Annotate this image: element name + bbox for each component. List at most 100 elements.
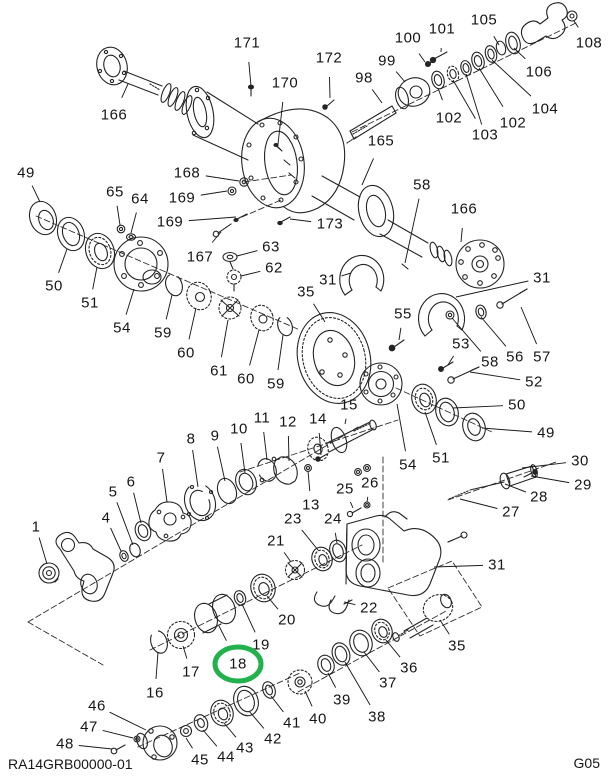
leader-line (270, 695, 284, 713)
leader-line (188, 307, 197, 340)
leader-line (277, 101, 284, 145)
leader-line (366, 496, 369, 503)
upper-axle-shaft-drawing (96, 46, 215, 139)
leader-line (344, 418, 347, 425)
callout-31: 31 (488, 557, 506, 574)
leader-line (478, 67, 504, 108)
callout-12: 12 (279, 414, 297, 431)
callout-6: 6 (127, 474, 136, 491)
callout-16: 16 (146, 685, 164, 702)
leader-line (109, 711, 147, 731)
callout-98: 98 (355, 70, 373, 87)
callout-25: 25 (336, 481, 354, 498)
leader-line (218, 625, 227, 641)
callout-59: 59 (154, 325, 172, 342)
pinion-shaft-drawing (304, 419, 377, 518)
leader-line (455, 280, 529, 298)
callout-21: 21 (267, 533, 285, 550)
leader-line (249, 329, 260, 366)
leader-line (329, 76, 331, 99)
leader-line (451, 317, 482, 352)
callout-60: 60 (237, 371, 255, 388)
callout-41: 41 (283, 715, 301, 732)
leader-line (361, 158, 374, 186)
callout-54: 54 (399, 457, 417, 474)
callout-26: 26 (361, 475, 379, 492)
leader-line (530, 475, 570, 484)
leader-line (452, 79, 476, 119)
callout-168: 168 (174, 165, 201, 182)
leader-line (573, 20, 579, 28)
leader-line (521, 462, 567, 469)
callout-42: 42 (264, 731, 282, 748)
leader-line (38, 537, 48, 565)
page-code: G05 (573, 755, 600, 771)
callout-40: 40 (309, 711, 327, 728)
callout-102: 102 (500, 115, 527, 132)
callout-102: 102 (436, 110, 463, 127)
leader-line (395, 71, 406, 83)
callout-43: 43 (236, 740, 254, 757)
leader-line (263, 431, 268, 461)
callout-35: 35 (448, 638, 466, 655)
callout-48: 48 (56, 736, 74, 753)
leader-line (371, 89, 383, 104)
callout-14: 14 (309, 411, 327, 428)
leader-line (439, 619, 450, 635)
callout-108: 108 (576, 35, 603, 52)
leader-line (480, 316, 507, 347)
leader-line (460, 227, 463, 243)
callout-7: 7 (157, 450, 166, 467)
axle-shaft-flange-drawing (455, 239, 505, 289)
callout-23: 23 (284, 511, 302, 528)
leader-line (283, 552, 292, 563)
callout-60: 60 (177, 345, 195, 362)
callout-167: 167 (187, 249, 214, 266)
callout-100: 100 (395, 30, 422, 47)
callout-52: 52 (525, 374, 543, 391)
callout-18: 18 (229, 656, 247, 673)
callout-22: 22 (360, 600, 378, 617)
leader-line (241, 603, 256, 633)
callout-49: 49 (537, 425, 555, 442)
callout-50: 50 (508, 397, 526, 414)
leader-line (344, 661, 371, 706)
callout-4: 4 (102, 510, 111, 527)
leader-line (334, 532, 338, 544)
shift-fork-drawing (313, 591, 353, 615)
callout-29: 29 (574, 477, 592, 494)
leader-line (240, 442, 246, 474)
leader-line (491, 59, 532, 97)
callout-27: 27 (502, 504, 520, 521)
left-differential-bearing-group-drawing (28, 200, 293, 337)
callout-1: 1 (32, 519, 41, 536)
callout-45: 45 (191, 752, 209, 769)
callout-38: 38 (368, 709, 386, 726)
callout-36: 36 (400, 660, 418, 677)
callout-50: 50 (45, 278, 63, 295)
callout-28: 28 (530, 489, 548, 506)
callout-24: 24 (324, 511, 342, 528)
leader-line (313, 303, 326, 323)
callout-31: 31 (533, 270, 551, 287)
callout-51: 51 (432, 450, 450, 467)
leader-line (318, 432, 322, 456)
callout-61: 61 (210, 363, 228, 380)
leader-line (78, 745, 113, 750)
leader-line (424, 411, 437, 445)
leader-line (200, 190, 228, 196)
callout-46: 46 (88, 698, 106, 715)
leader-line (192, 449, 199, 488)
leader-line (385, 639, 401, 658)
leader-line (121, 83, 129, 98)
leader-line (304, 690, 313, 707)
leader-line (182, 645, 188, 659)
callout-59: 59 (267, 376, 285, 393)
callout-101: 101 (429, 21, 456, 38)
leader-line (185, 737, 193, 749)
leader-line (398, 327, 402, 341)
leader-line (202, 729, 218, 747)
callout-20: 20 (278, 612, 296, 629)
